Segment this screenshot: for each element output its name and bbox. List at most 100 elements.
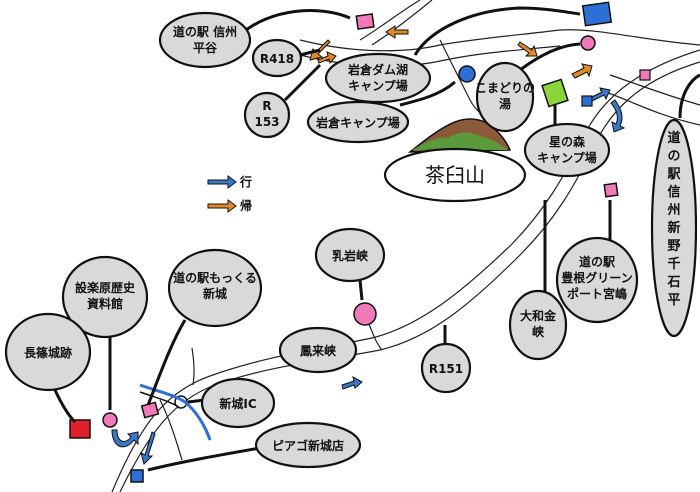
return-arrow-5 xyxy=(317,51,337,65)
expressway-line xyxy=(139,383,212,441)
callout-owakakyo[interactable]: 大和金 峡 xyxy=(508,289,568,361)
legend: 行 帰 xyxy=(207,174,252,213)
marker-iwakura-camp[interactable] xyxy=(458,65,476,83)
svg-text:湯: 湯 xyxy=(499,96,511,111)
marker-komadori-onsen[interactable] xyxy=(580,35,596,51)
callout-pia-go[interactable]: ピアゴ新城店 xyxy=(254,421,362,469)
callout-r418[interactable]: R418 xyxy=(251,38,303,78)
svg-text:乳岩峡: 乳岩峡 xyxy=(332,248,368,263)
callout-chausuyama[interactable]: 茶臼山 xyxy=(383,147,527,203)
svg-text:道の駅: 道の駅 xyxy=(579,254,616,269)
marker-shinno-sengoku[interactable] xyxy=(581,1,613,27)
outbound-arrow-3 xyxy=(140,431,156,465)
chausuyama-mountain xyxy=(407,118,512,153)
svg-text:信: 信 xyxy=(667,184,680,200)
legend-return-label: 帰 xyxy=(240,198,252,213)
svg-text:長篠城跡: 長篠城跡 xyxy=(24,345,72,360)
expressway-line-2 xyxy=(139,391,181,409)
callout-iwakura-dam-camp[interactable]: 岩倉ダム湖 キャンプ場 xyxy=(324,52,432,104)
marker-hiraya-station[interactable] xyxy=(355,13,375,30)
svg-text:新城IC: 新城IC xyxy=(219,396,256,411)
svg-text:R: R xyxy=(262,99,271,113)
callout-toyone-green-port[interactable]: 道の駅 豊根グリーン ポート宮嶋 xyxy=(555,236,639,324)
svg-text:岩倉ダム湖: 岩倉ダム湖 xyxy=(347,62,408,77)
road-east-2 xyxy=(609,74,700,106)
callout-shinshiro-ic[interactable]: 新城IC xyxy=(200,377,276,429)
legend-return-arrow xyxy=(207,199,237,213)
svg-text:峡: 峡 xyxy=(532,324,544,339)
callout-hoshi-no-mori-camp[interactable]: 星の森 キャンプ場 xyxy=(523,122,611,178)
pointer-komadori xyxy=(519,42,581,72)
svg-text:R151: R151 xyxy=(429,362,463,376)
marker-nagashino-castle[interactable] xyxy=(69,419,91,439)
marker-nyuiwakyo[interactable] xyxy=(353,302,377,326)
marker-shitara-museum[interactable] xyxy=(102,412,118,428)
callout-hiraya[interactable]: 道の駅 信州 平谷 xyxy=(158,11,252,69)
pointer-iwakura-camp xyxy=(399,80,456,107)
pointer-shinno xyxy=(678,73,700,119)
svg-text:野: 野 xyxy=(667,239,680,254)
svg-text:千: 千 xyxy=(667,256,680,272)
svg-text:大和金: 大和金 xyxy=(520,308,557,323)
svg-text:鳳来峡: 鳳来峡 xyxy=(300,343,336,358)
callout-shinno-sengoku[interactable]: 道 の 駅 信 州 新 野 千 石 平 xyxy=(650,118,698,338)
svg-text:資料館: 資料館 xyxy=(87,296,123,311)
svg-text:ピアゴ新城店: ピアゴ新城店 xyxy=(272,438,344,453)
svg-text:こまどりの: こまどりの xyxy=(475,81,535,95)
outbound-arrow-5 xyxy=(610,99,626,133)
svg-text:道の駅 信州: 道の駅 信州 xyxy=(173,24,237,39)
marker-mokkuru-shinshiro[interactable] xyxy=(140,401,160,419)
callout-shitara-museum[interactable]: 設楽原歴史 資料館 xyxy=(61,255,149,339)
legend-outbound-label: 行 xyxy=(239,174,252,189)
callout-hoshakyo[interactable]: 鳳来峡 xyxy=(278,326,358,374)
road-hiraya-2 xyxy=(371,0,433,46)
callout-nagashino-castle[interactable]: 長篠城跡 xyxy=(4,312,92,392)
pointer-iwakura-dam xyxy=(413,6,581,56)
svg-text:道の駅もっくる: 道の駅もっくる xyxy=(173,270,257,285)
road-north xyxy=(299,29,700,52)
callout-nyuiwakyo[interactable]: 乳岩峡 xyxy=(314,227,386,283)
legend-outbound-arrow xyxy=(207,175,237,189)
svg-text:星の森: 星の森 xyxy=(549,134,586,149)
road-ic-branch-2 xyxy=(159,399,183,461)
pointer-r153 xyxy=(283,63,322,102)
svg-text:R418: R418 xyxy=(260,52,294,66)
marker-toyone-green-port[interactable] xyxy=(603,182,619,198)
svg-text:キャンプ場: キャンプ場 xyxy=(348,78,408,93)
expressway xyxy=(139,383,212,441)
marker-east-1[interactable] xyxy=(581,95,593,107)
return-arrow-1 xyxy=(385,25,409,39)
road-ic-branch xyxy=(191,347,195,386)
svg-text:平: 平 xyxy=(667,293,680,308)
svg-text:平谷: 平谷 xyxy=(193,40,218,55)
svg-text:石: 石 xyxy=(666,275,680,290)
svg-text:設楽原歴史: 設楽原歴史 xyxy=(75,280,136,295)
svg-text:キャンプ場: キャンプ場 xyxy=(537,150,597,165)
svg-text:ポート宮嶋: ポート宮嶋 xyxy=(567,286,627,301)
callout-mokkuru-shinshiro[interactable]: 道の駅もっくる 新城 xyxy=(167,248,263,328)
road-main-inner xyxy=(111,49,700,492)
svg-text:新城: 新城 xyxy=(203,286,227,301)
return-arrow-3 xyxy=(517,41,538,57)
road-hiraya xyxy=(359,0,421,41)
pointers xyxy=(53,6,700,472)
svg-text:道: 道 xyxy=(667,130,680,146)
svg-text:岩倉キャンプ場: 岩倉キャンプ場 xyxy=(315,115,400,130)
return-arrow-4 xyxy=(571,63,593,79)
callout-iwakura-camp[interactable]: 岩倉キャンプ場 xyxy=(306,100,410,144)
pointer-nagashino xyxy=(53,389,77,424)
svg-text:新: 新 xyxy=(667,220,680,236)
svg-text:の: の xyxy=(667,149,680,164)
pointer-hiraya xyxy=(238,9,351,37)
marker-pia-go[interactable] xyxy=(130,469,144,483)
callout-r151[interactable]: R151 xyxy=(420,342,472,394)
callout-komadori-no-yu[interactable]: こまどりの 湯 xyxy=(475,61,535,133)
pointer-pia-go xyxy=(147,446,261,472)
svg-text:豊根グリーン: 豊根グリーン xyxy=(561,270,632,285)
callout-r153[interactable]: R 153 xyxy=(243,91,291,139)
marker-east-2[interactable] xyxy=(639,69,651,81)
pointer-r418 xyxy=(299,48,321,57)
marker-hoshi-no-mori[interactable] xyxy=(541,78,569,108)
